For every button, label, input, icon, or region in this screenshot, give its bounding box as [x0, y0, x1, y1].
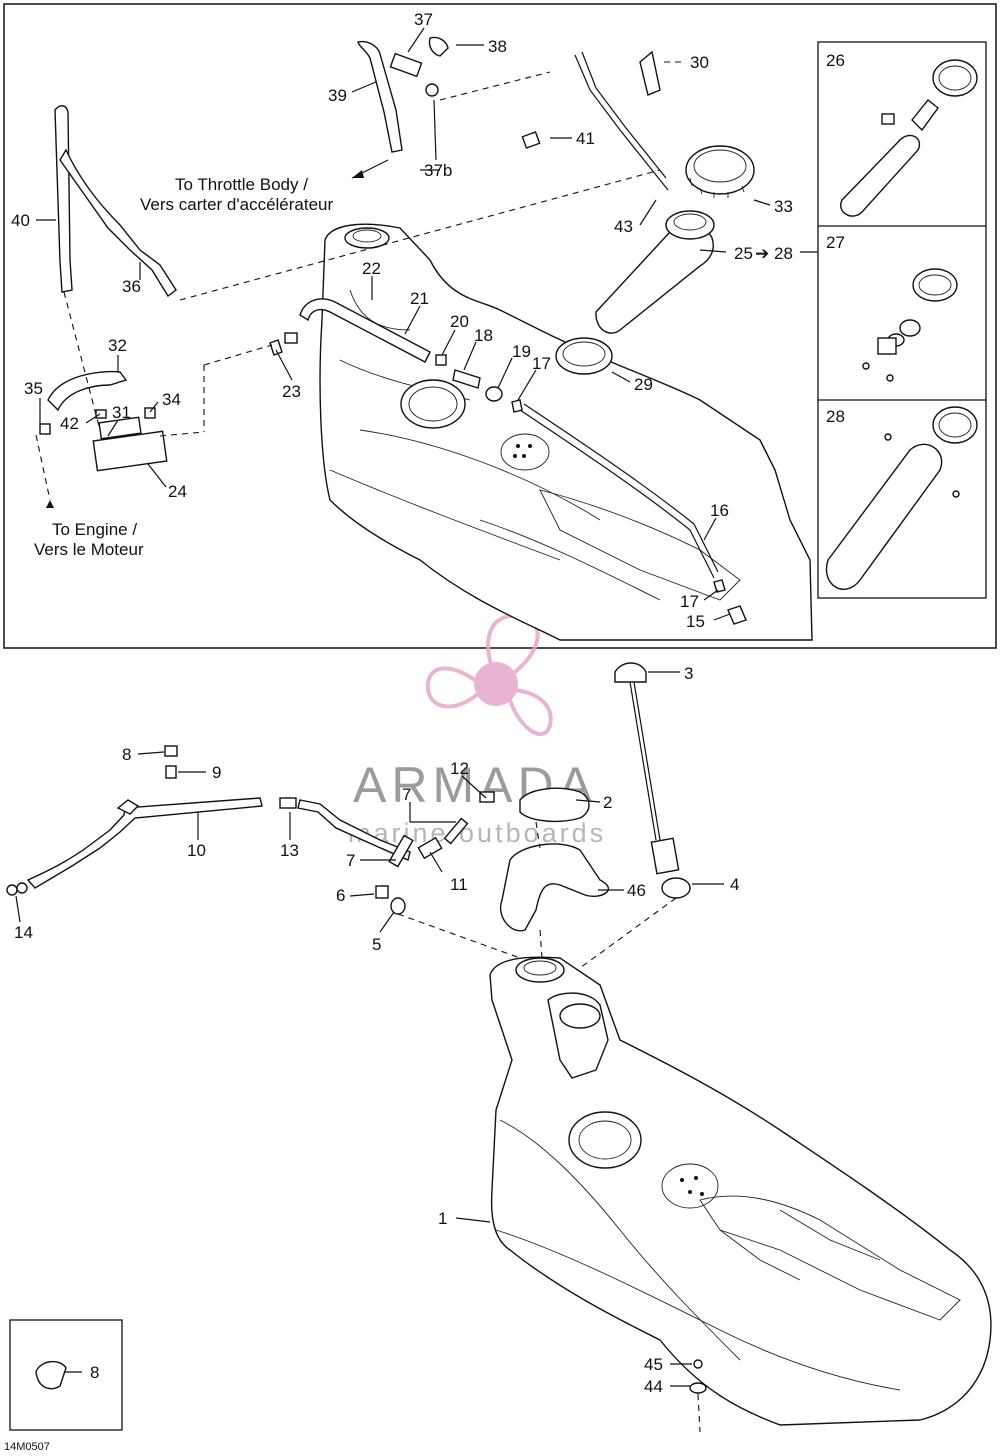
- filler-support: [499, 843, 609, 932]
- callout-17: 17: [532, 354, 551, 373]
- top-frame: [3, 3, 997, 649]
- callout-10: 10: [187, 841, 206, 860]
- callout-8: 8: [122, 745, 131, 764]
- callout-30: 30: [690, 53, 709, 72]
- callout-12: 12: [450, 759, 469, 778]
- fuel-gauge: [614, 662, 680, 875]
- callout-35: 35: [24, 379, 43, 398]
- callout-7b: 7: [346, 851, 355, 870]
- callout-34: 34: [162, 390, 181, 409]
- callout-16: 16: [710, 501, 729, 520]
- callout-45: 45: [644, 1355, 663, 1374]
- callout-20: 20: [450, 312, 469, 331]
- leader-lines-bottom: [15, 671, 724, 1433]
- callout-22: 22: [362, 259, 381, 278]
- callout-46: 46: [627, 881, 646, 900]
- lock-ring: [685, 145, 755, 198]
- callout-2: 2: [603, 793, 612, 812]
- callout-39: 39: [328, 86, 347, 105]
- callout-21: 21: [410, 289, 429, 308]
- callout-42: 42: [60, 414, 79, 433]
- callouts-top: 37 38 39 30 41 37b 40 36 33 43 25 ➔ 28 2…: [11, 10, 793, 631]
- clamp-detail: [35, 1361, 67, 1390]
- callout-23: 23: [282, 382, 301, 401]
- callout-32: 32: [108, 336, 127, 355]
- callout-37: 37: [414, 10, 433, 29]
- purge-valve: [39, 370, 168, 472]
- fuel-hose: [357, 40, 403, 153]
- fuel-cap: [519, 787, 590, 823]
- callout-38: 38: [488, 37, 507, 56]
- callout-3: 3: [684, 664, 693, 683]
- clip: [639, 50, 661, 96]
- callout-18: 18: [474, 326, 493, 345]
- callout-4: 4: [730, 875, 739, 894]
- inset-27-seals: [862, 268, 958, 382]
- callout-28: 28: [774, 244, 793, 263]
- callout-25: 25: [734, 244, 753, 263]
- callout-6: 6: [336, 886, 345, 905]
- callout-44: 44: [644, 1377, 663, 1396]
- callout-13: 13: [280, 841, 299, 860]
- callout-5: 5: [372, 935, 381, 954]
- arrow-engine-icon: [46, 500, 54, 508]
- note-throttle-fr: Vers carter d'accélérateur: [140, 195, 334, 214]
- callout-15: 15: [686, 612, 705, 631]
- inset-label-26: 26: [826, 51, 845, 70]
- inset-labels: 26 27 28: [826, 51, 845, 426]
- fuel-tank-bottom-assembly: [489, 956, 992, 1426]
- note-throttle-en: To Throttle Body /: [175, 175, 308, 194]
- detail-box: [9, 1319, 123, 1431]
- fuel-tank-top-assembly: [269, 223, 813, 641]
- inset-label-27: 27: [826, 233, 845, 252]
- grommet: [661, 877, 691, 899]
- callout-33: 33: [774, 197, 793, 216]
- callout-31: 31: [112, 403, 131, 422]
- callout-7a: 7: [402, 785, 411, 804]
- callout-41: 41: [576, 129, 595, 148]
- vent-hoses: [54, 105, 177, 298]
- callouts-bottom: 3 8 9 12 2 7 10 13 11 7 46 4 6 14 5 1 8 …: [14, 664, 739, 1396]
- note-engine-en: To Engine /: [52, 520, 137, 539]
- pump-seal: [555, 337, 613, 375]
- fuel-pump: [595, 210, 715, 334]
- leader-lines-top: [35, 27, 818, 621]
- propeller-icon: [425, 613, 553, 737]
- note-engine-fr: Vers le Moteur: [34, 540, 144, 559]
- fitting-13: [279, 797, 297, 809]
- callout-14: 14: [14, 923, 33, 942]
- arrow-throttle-icon: [352, 170, 364, 178]
- inset-28-pump-housing: [825, 406, 978, 590]
- callout-11: 11: [450, 875, 468, 894]
- callout-8-detail: 8: [90, 1363, 99, 1382]
- callout-43: 43: [614, 217, 633, 236]
- callout-36: 36: [122, 277, 141, 296]
- callout-19: 19: [512, 342, 531, 361]
- callout-1: 1: [438, 1209, 447, 1228]
- brand-tagline: marine outboards: [348, 818, 606, 848]
- arrow-to-icon: ➔: [755, 244, 769, 263]
- callout-24: 24: [168, 482, 187, 501]
- callout-40: 40: [11, 211, 30, 230]
- vent-hose-10: [26, 797, 411, 889]
- callout-29: 29: [634, 375, 653, 394]
- inset-26-pump-motor: [840, 59, 978, 217]
- drawing-code: 14M0507: [4, 1441, 50, 1453]
- callout-37b: 37b: [424, 161, 452, 180]
- callout-17b: 17: [680, 592, 699, 611]
- inset-label-28: 28: [826, 407, 845, 426]
- callout-9: 9: [212, 763, 221, 782]
